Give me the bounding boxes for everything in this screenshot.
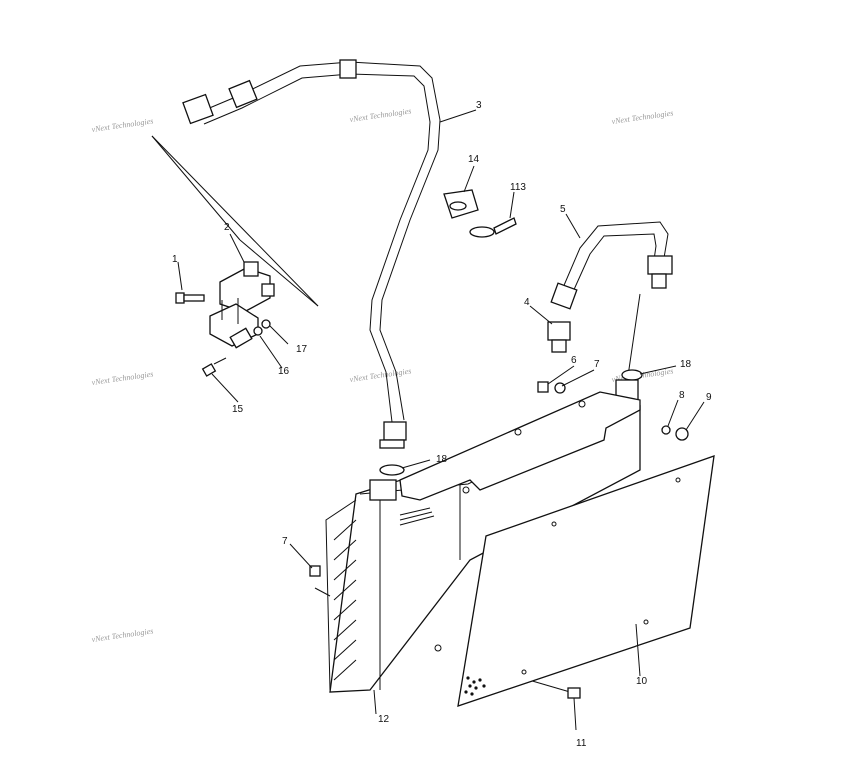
label-part-3: 3 bbox=[476, 100, 482, 111]
label-part-6: 6 bbox=[571, 355, 577, 366]
watermark: vNext Technologies bbox=[91, 626, 154, 644]
label-part-7b: 7 bbox=[282, 536, 288, 547]
label-part-15: 15 bbox=[232, 404, 244, 415]
hose-part-5 bbox=[550, 221, 673, 310]
gasket-part-18 bbox=[379, 369, 643, 476]
radiator-fins bbox=[325, 499, 357, 691]
shroud-panel-part-10 bbox=[457, 455, 715, 707]
label-part-16: 16 bbox=[278, 366, 290, 377]
label-part-13: 113 bbox=[510, 182, 526, 193]
label-part-4: 4 bbox=[524, 297, 530, 308]
part-labels: 1 2 3 14 113 5 4 6 7 18 8 9 17 16 15 18 … bbox=[172, 100, 712, 749]
label-part-12: 12 bbox=[378, 714, 390, 725]
label-part-2: 2 bbox=[224, 222, 230, 233]
label-part-9: 9 bbox=[706, 392, 712, 403]
clip-part-13 bbox=[469, 217, 517, 238]
mounting-bracket bbox=[399, 391, 641, 652]
watermark: vNext Technologies bbox=[91, 369, 154, 387]
watermark: vNext Technologies bbox=[611, 108, 674, 126]
label-part-18a: 18 bbox=[680, 359, 692, 370]
nut-washer-parts-8-9 bbox=[661, 425, 689, 441]
watermark: vNext Technologies bbox=[349, 366, 412, 384]
valve-bracket-part-2 bbox=[209, 261, 275, 349]
watermark: vNext Technologies bbox=[91, 116, 154, 134]
label-part-8: 8 bbox=[679, 390, 685, 401]
callout-lines bbox=[177, 109, 705, 715]
label-part-14: 14 bbox=[468, 154, 480, 165]
clamp-part-14 bbox=[443, 189, 479, 219]
label-part-7a: 7 bbox=[594, 359, 600, 370]
watermark: vNext Technologies bbox=[349, 106, 412, 124]
label-part-17: 17 bbox=[296, 344, 308, 355]
label-part-1: 1 bbox=[172, 254, 178, 265]
bolt-part-11 bbox=[567, 687, 581, 731]
rings-parts-16-17 bbox=[253, 319, 271, 336]
vent-holes bbox=[464, 676, 486, 696]
screw-part-15 bbox=[201, 357, 227, 377]
label-part-11: 11 bbox=[576, 738, 587, 749]
fitting-part-4 bbox=[547, 321, 571, 353]
label-part-5: 5 bbox=[560, 204, 566, 215]
label-part-18b: 18 bbox=[436, 454, 448, 465]
fittings-parts-6-7 bbox=[537, 381, 566, 394]
label-part-10: 10 bbox=[636, 676, 648, 687]
nut-part-7-lower bbox=[309, 565, 321, 577]
hose-part-3 bbox=[182, 59, 441, 449]
bolt-part-1 bbox=[175, 292, 205, 304]
